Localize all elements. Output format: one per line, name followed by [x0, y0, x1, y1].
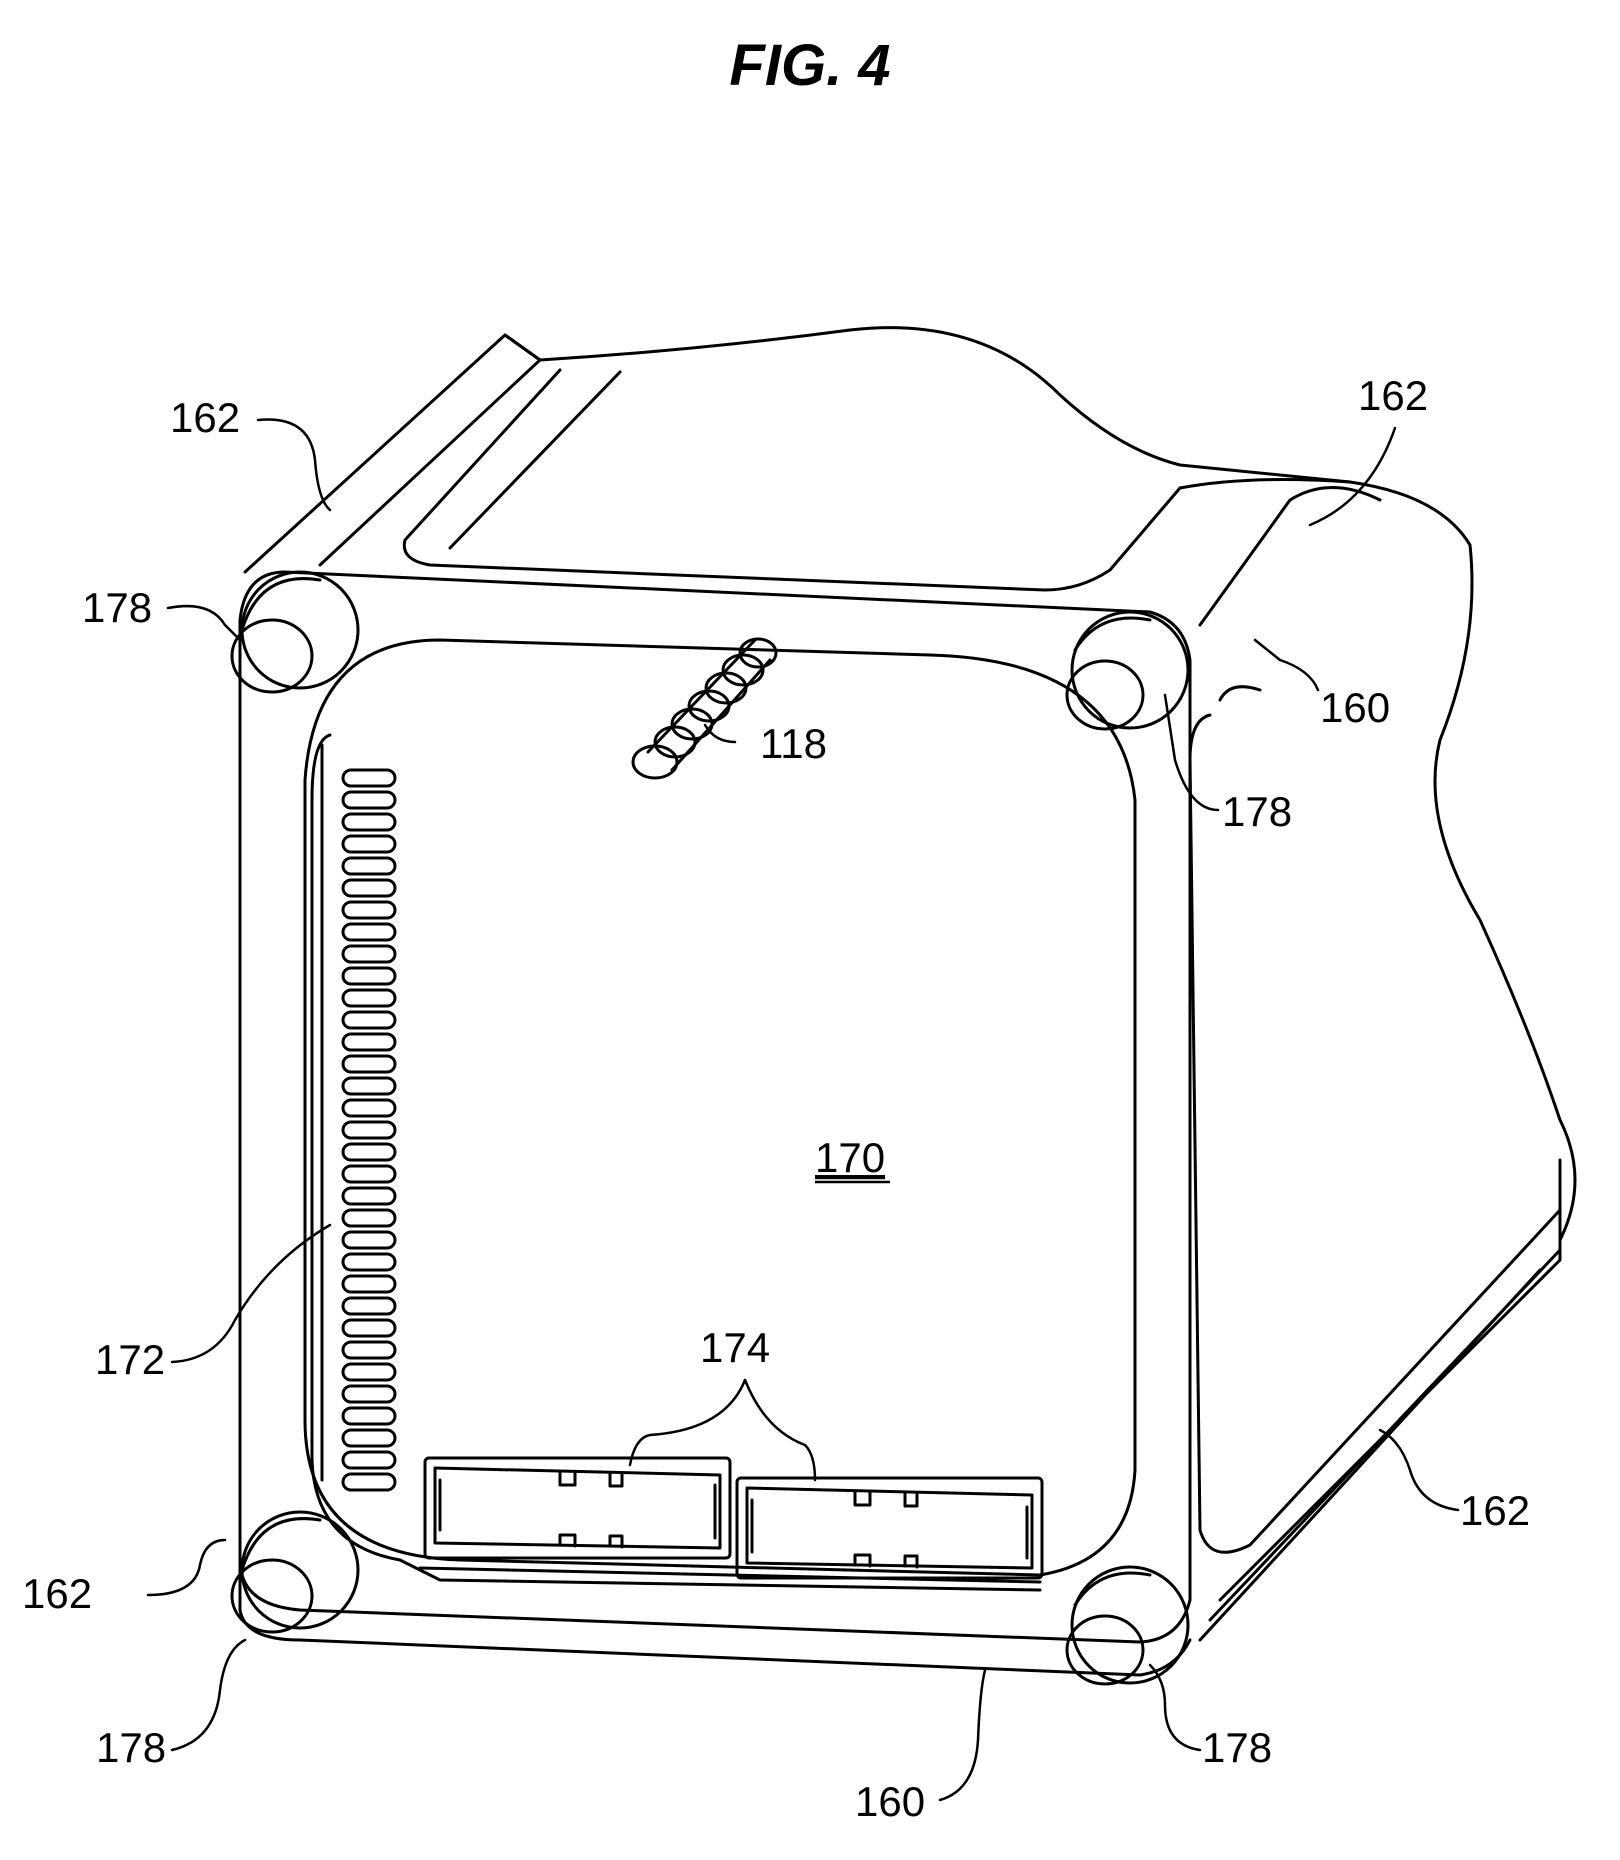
corner-post-top-left	[230, 570, 360, 694]
connector-118	[631, 637, 778, 780]
vent-slot	[341, 1010, 397, 1030]
vent-slot	[341, 1252, 397, 1272]
leader-162-bottom-left	[146, 1538, 227, 1597]
label-162-top-right: 162	[1358, 372, 1428, 419]
vent-slot	[341, 1054, 397, 1074]
leader-178-bottom-right	[1148, 1663, 1202, 1752]
vent-slot	[341, 1362, 397, 1382]
vent-slot	[341, 900, 397, 920]
leader-178-top-left	[166, 604, 242, 642]
corner-post-bottom-left	[230, 1510, 360, 1634]
vent-slot	[341, 1230, 397, 1250]
vent-slot	[341, 966, 397, 986]
label-160-right: 160	[1320, 684, 1390, 731]
leader-174-right	[743, 1378, 817, 1482]
vent-slot	[341, 1450, 397, 1470]
vent-slot	[341, 768, 397, 788]
label-170: 170	[815, 1134, 885, 1181]
connectors-174	[423, 1456, 1044, 1580]
vent-slot	[341, 878, 397, 898]
inner-panel	[303, 638, 1137, 1592]
figure-title: FIG. 4	[729, 33, 891, 98]
vent-slot	[341, 1186, 397, 1206]
label-172: 172	[95, 1336, 165, 1383]
vent-slot	[341, 790, 397, 810]
vent-slot	[341, 988, 397, 1008]
vent-slot	[341, 1384, 397, 1404]
vent-slots-172	[341, 768, 397, 1492]
vent-slot	[341, 1120, 397, 1140]
vent-slot	[341, 834, 397, 854]
vent-slot	[341, 1428, 397, 1448]
leader-118	[703, 723, 737, 744]
corner-posts	[230, 570, 1190, 1686]
vent-slot	[341, 1318, 397, 1338]
leader-162-top-left	[256, 418, 332, 512]
corner-post-bottom-right	[1065, 1565, 1190, 1686]
vent-slot	[341, 1472, 397, 1492]
leader-162-top-right	[1308, 426, 1397, 527]
vent-slot	[341, 1098, 397, 1118]
vent-slot	[341, 1406, 397, 1426]
right-face	[1188, 543, 1577, 1642]
leader-160-right	[1253, 638, 1320, 692]
leader-172	[170, 1223, 332, 1364]
label-162-top-left: 162	[170, 394, 240, 441]
reference-numerals: 162 162 160 178 178 118 170 172 174 162 …	[22, 372, 1530, 1825]
label-162-bottom-left: 162	[22, 1570, 92, 1617]
label-174: 174	[700, 1324, 770, 1371]
label-162-bottom-right: 162	[1460, 1487, 1530, 1534]
vent-slot	[341, 1076, 397, 1096]
vent-slot	[341, 1032, 397, 1052]
vent-slot	[341, 1164, 397, 1184]
vent-slot	[341, 1274, 397, 1294]
vent-slot	[341, 944, 397, 964]
vent-slot	[341, 922, 397, 942]
leader-178-bottom-left	[170, 1638, 247, 1752]
leader-174-left	[628, 1378, 747, 1467]
leader-162-bottom-right	[1378, 1428, 1460, 1512]
label-178-bottom-right: 178	[1202, 1724, 1272, 1771]
vent-slot	[341, 1208, 397, 1228]
vent-slot	[341, 812, 397, 832]
vent-slot	[341, 1296, 397, 1316]
label-118: 118	[760, 720, 827, 767]
label-178-bottom-left: 178	[96, 1724, 166, 1771]
label-178-top-right: 178	[1222, 788, 1292, 835]
top-face	[243, 326, 1472, 627]
vent-slot	[341, 1340, 397, 1360]
leader-160-bottom	[938, 1668, 987, 1802]
label-178-top-left: 178	[82, 584, 152, 631]
corner-post-top-right	[1065, 610, 1190, 731]
vent-slot	[341, 856, 397, 876]
leader-178-top-right	[1163, 693, 1220, 812]
label-160-bottom: 160	[855, 1778, 925, 1825]
vent-slot	[341, 1142, 397, 1162]
leader-lines	[146, 418, 1460, 1802]
